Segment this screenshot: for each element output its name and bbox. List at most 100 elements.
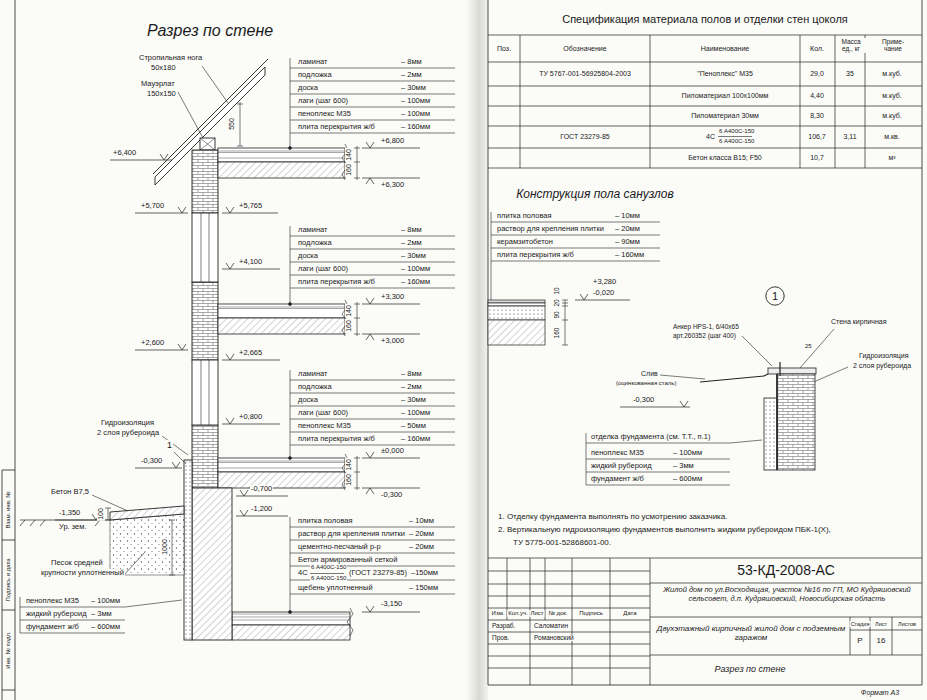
drawing-label: -0,300: [632, 396, 655, 405]
drawing-label: Анкер HPS-1, 6/40х65: [672, 323, 740, 330]
drawing-label: – 90мм: [614, 238, 641, 247]
drawing-label: ламинат: [297, 370, 328, 379]
drawing-label: Р: [856, 636, 863, 645]
foundation: [20, 460, 232, 640]
roof: [200, 138, 215, 150]
foundation: [110, 514, 184, 575]
drawing-label: пеноплекс М35: [25, 597, 80, 606]
dimension-lines: [354, 456, 360, 490]
foundation: [184, 460, 192, 640]
floor-slabs: [218, 144, 353, 640]
dimension-lines: [354, 302, 360, 336]
drawing-label: Двухэтажный кирпичный жилой дом с подзем…: [655, 624, 847, 642]
drawing-label: № док.: [547, 610, 568, 617]
drawing-label: +2,665: [238, 349, 263, 358]
drawing-label: плита перекрытия ж/б: [297, 278, 376, 287]
drawing-label: Инв. № подл.: [5, 630, 12, 669]
drawing-label: Лист: [874, 621, 888, 627]
spec-table: [488, 35, 922, 168]
drawing-label: 140: [345, 148, 353, 162]
drawing-label: 4С: [705, 133, 716, 141]
drawing-label: +6,800: [380, 137, 405, 146]
callout-number: 1: [772, 290, 778, 302]
drawing-label: цементно-песчаный р-р: [297, 543, 382, 552]
drawing-label: Взам. инв. №: [5, 490, 12, 529]
drawing-label: – 2мм: [400, 239, 423, 248]
drawing-label: 106,7: [807, 133, 827, 141]
drawing-label: 6 А400С-150: [718, 138, 755, 145]
leader-lines: [491, 212, 660, 300]
drawing-label: Поз.: [496, 45, 512, 53]
floor-detail: [488, 300, 545, 345]
drawing-label: м.куб.: [881, 112, 902, 120]
plinth-detail: [700, 362, 780, 382]
drawing-label: – 100мм: [400, 265, 431, 274]
drawing-label: керамзитобетон: [496, 238, 554, 247]
drawing-label: Обозначение: [562, 45, 607, 53]
drawing-label: 150х150: [146, 90, 177, 99]
drawing-label: – 3мм: [672, 462, 695, 471]
drawing-label: Романовский: [533, 634, 575, 641]
leader-lines: [289, 457, 292, 460]
drawing-label: лаги (шаг 600): [297, 97, 349, 106]
drawing-label: Стропильная нога: [138, 54, 203, 63]
drawing-label: – 160мм: [400, 278, 431, 287]
drawing-label: 1. Отделку фундамента выполнять по усмот…: [497, 512, 728, 521]
floor-detail: [488, 300, 545, 303]
level-marks: [55, 142, 690, 612]
floor-slabs: [218, 151, 345, 158]
drawing-label: 16: [876, 636, 887, 645]
drawing-label: 100: [97, 507, 105, 521]
drawing-label: лаги (шаг 600): [297, 265, 349, 274]
leader-lines: [660, 329, 848, 398]
floor-slabs: [218, 458, 345, 472]
drawing-label: Разрез по стене: [713, 664, 786, 674]
drawing-label: –150мм: [410, 569, 439, 578]
floor-detail: [488, 306, 545, 320]
drawing-label: Гидроизоляция: [858, 352, 910, 360]
drawing-label: – 100мм: [400, 409, 431, 418]
brick-wall: [201, 213, 209, 425]
drawing-label: – 2мм: [400, 383, 423, 392]
floor-detail: [488, 320, 545, 345]
drawing-label: – 100мм: [90, 597, 121, 606]
drawing-label: ТУ 5767-001-56925804-2003: [538, 70, 632, 78]
leader-lines: [92, 66, 228, 575]
drawing-label: 1000: [161, 538, 169, 556]
title-block: [650, 583, 922, 655]
drawing-label: 10: [553, 286, 560, 295]
drawing-label: Жилой дом по ул.Восходящая, участок №16 …: [659, 586, 916, 603]
drawing-label: – 160мм: [614, 251, 645, 260]
drawing-label: – 160мм: [400, 435, 431, 444]
drawing-label: доска: [297, 84, 319, 93]
drawing-label: – 100мм: [400, 110, 431, 119]
drawing-label: – 20мм: [408, 543, 435, 552]
drawing-label: – 10мм: [614, 212, 641, 221]
drawing-label: 140: [345, 304, 353, 318]
leader-lines: [289, 611, 292, 614]
drawing-label: фундамент ж/б: [590, 475, 645, 484]
brick-wall: [192, 213, 218, 282]
leader-lines: [290, 517, 455, 612]
drawing-label: Формат А3: [860, 689, 900, 697]
drawing-label: жидкий рубероид: [590, 462, 653, 471]
drawing-label: арт.260352 (шаг 400): [672, 332, 737, 339]
floor-slabs: [232, 612, 350, 625]
floor-slabs: [218, 307, 345, 309]
drawing-label: (оцинкованная сталь): [615, 380, 677, 387]
callout-circle: 1: [765, 286, 785, 306]
drawing-label: ламинат: [297, 226, 328, 235]
drawing-label: 3,11: [842, 133, 857, 141]
dimension-lines: [105, 102, 752, 575]
drawing-label: – 20мм: [408, 530, 435, 539]
floor-slabs: [218, 148, 345, 162]
drawing-label: 20: [553, 298, 560, 307]
drawing-label: м³: [887, 154, 896, 162]
leader-lines: [20, 58, 848, 633]
drawing-label: щебень уплотненный: [297, 584, 374, 593]
plinth-detail: [764, 398, 777, 470]
title-block: [488, 558, 922, 668]
drawing-label: 160: [345, 319, 353, 333]
drawing-label: подложка: [297, 71, 333, 80]
drawing-label: пеноплекс М35: [590, 449, 645, 458]
